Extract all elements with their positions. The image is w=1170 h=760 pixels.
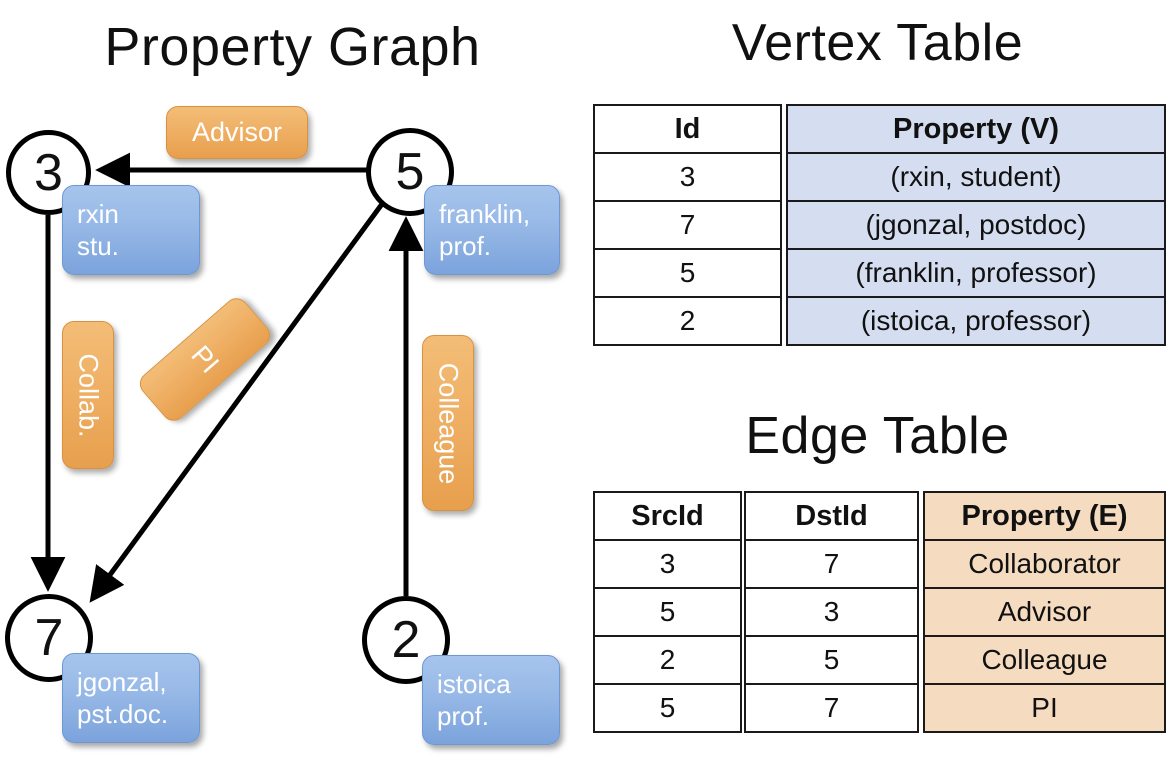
page-title-property-graph: Property Graph <box>104 17 481 77</box>
property-graph-diagram: Advisor Collab. PI Colleague 3 rxin stu.… <box>5 106 560 745</box>
edge-label-collab: Collab. <box>62 321 114 469</box>
table-row: 2 <box>593 635 742 685</box>
table-row: 7 <box>593 200 782 250</box>
edge-table-col-property: Property (E) <box>923 491 1166 541</box>
table-header-row: Property (E) <box>923 491 1166 541</box>
table-row: 3 <box>593 539 742 589</box>
graph-node-5[interactable]: 5 <box>366 128 454 216</box>
table-row: 5 <box>593 248 782 298</box>
table-header-row: Property (V) <box>786 104 1166 154</box>
table-row: PI <box>923 683 1166 733</box>
table-row: 2 <box>593 296 782 346</box>
table-row: Colleague <box>923 635 1166 685</box>
node-2-property-line2: prof. <box>437 701 490 731</box>
vertex-property-cell: (istoica, professor) <box>786 296 1166 346</box>
table-row: 5 <box>593 587 742 637</box>
vertex-id-cell: 5 <box>593 248 782 298</box>
node-3-property-line1: rxin <box>77 199 119 229</box>
edge-dst-cell: 3 <box>744 587 919 637</box>
page-title-edge-table: Edge Table <box>745 407 1010 465</box>
edge-dst-cell: 5 <box>744 635 919 685</box>
edge-label-pi-text: PI <box>185 339 226 379</box>
node-3-property-line2: stu. <box>77 231 119 261</box>
table-row: 3 <box>744 587 919 637</box>
edge-property-cell: Colleague <box>923 635 1166 685</box>
vertex-table-col-property: Property (V) <box>786 104 1166 154</box>
edge-src-cell: 5 <box>593 587 742 637</box>
vertex-table-id-column: Id 3 7 5 2 <box>593 104 782 346</box>
table-header-row: DstId <box>744 491 919 541</box>
table-row: (istoica, professor) <box>786 296 1166 346</box>
edge-label-collab-text: Collab. <box>73 352 104 438</box>
vertex-id-cell: 7 <box>593 200 782 250</box>
edge-table-srcid-column: SrcId 3 5 2 5 <box>593 491 742 733</box>
table-row: 7 <box>744 683 919 733</box>
table-row: 7 <box>744 539 919 589</box>
node-7-property-line2: pst.doc. <box>77 699 169 729</box>
edge-5-to-7-pi <box>89 202 385 603</box>
graph-node-5-label: 5 <box>395 143 425 201</box>
graph-node-3-label: 3 <box>34 143 63 202</box>
edge-dst-cell: 7 <box>744 539 919 589</box>
table-row: (franklin, professor) <box>786 248 1166 298</box>
node-5-property-box: franklin, prof. <box>424 185 560 275</box>
table-row: (jgonzal, postdoc) <box>786 200 1166 250</box>
edge-label-colleague-text: Colleague <box>433 362 464 484</box>
table-row: 5 <box>744 635 919 685</box>
table-row: Collaborator <box>923 539 1166 589</box>
node-2-property-line1: istoica <box>437 669 511 699</box>
table-row: (rxin, student) <box>786 152 1166 202</box>
edge-src-cell: 3 <box>593 539 742 589</box>
edge-label-advisor: Advisor <box>166 106 308 159</box>
edge-table-col-srcid: SrcId <box>593 491 742 541</box>
table-row: 3 <box>593 152 782 202</box>
graph-node-2-label: 2 <box>391 611 421 669</box>
node-7-property-line1: jgonzal, <box>77 667 167 697</box>
edge-table-property-column: Property (E) Collaborator Advisor Collea… <box>923 491 1166 733</box>
graph-node-7-label: 7 <box>34 609 64 667</box>
edge-property-cell: PI <box>923 683 1166 733</box>
edge-property-cell: Advisor <box>923 587 1166 637</box>
vertex-table-col-id: Id <box>593 104 782 154</box>
node-7-property-box: jgonzal, pst.doc. <box>62 653 200 743</box>
table-row: Advisor <box>923 587 1166 637</box>
node-5-property-line1: franklin, <box>439 199 531 229</box>
edge-src-cell: 2 <box>593 635 742 685</box>
vertex-id-cell: 3 <box>593 152 782 202</box>
table-row: 5 <box>593 683 742 733</box>
edge-dst-cell: 7 <box>744 683 919 733</box>
vertex-id-cell: 2 <box>593 296 782 346</box>
vertex-property-cell: (rxin, student) <box>786 152 1166 202</box>
vertex-property-cell: (franklin, professor) <box>786 248 1166 298</box>
graph-node-2[interactable]: 2 <box>362 596 450 684</box>
page-title-vertex-table: Vertex Table <box>731 14 1024 72</box>
node-3-property-box: rxin stu. <box>62 185 200 275</box>
vertex-property-cell: (jgonzal, postdoc) <box>786 200 1166 250</box>
node-2-property-box: istoica prof. <box>422 655 560 745</box>
vertex-table-property-column: Property (V) (rxin, student) (jgonzal, p… <box>786 104 1166 346</box>
table-header-row: SrcId <box>593 491 742 541</box>
edge-label-colleague: Colleague <box>422 335 474 511</box>
edge-label-advisor-text: Advisor <box>191 117 283 147</box>
edge-table-col-dstid: DstId <box>744 491 919 541</box>
edge-table-dstid-column: DstId 7 3 5 7 <box>744 491 919 733</box>
graph-edges-svg <box>30 152 424 603</box>
edge-src-cell: 5 <box>593 683 742 733</box>
edge-property-cell: Collaborator <box>923 539 1166 589</box>
node-5-property-line2: prof. <box>439 231 492 261</box>
table-header-row: Id <box>593 104 782 154</box>
